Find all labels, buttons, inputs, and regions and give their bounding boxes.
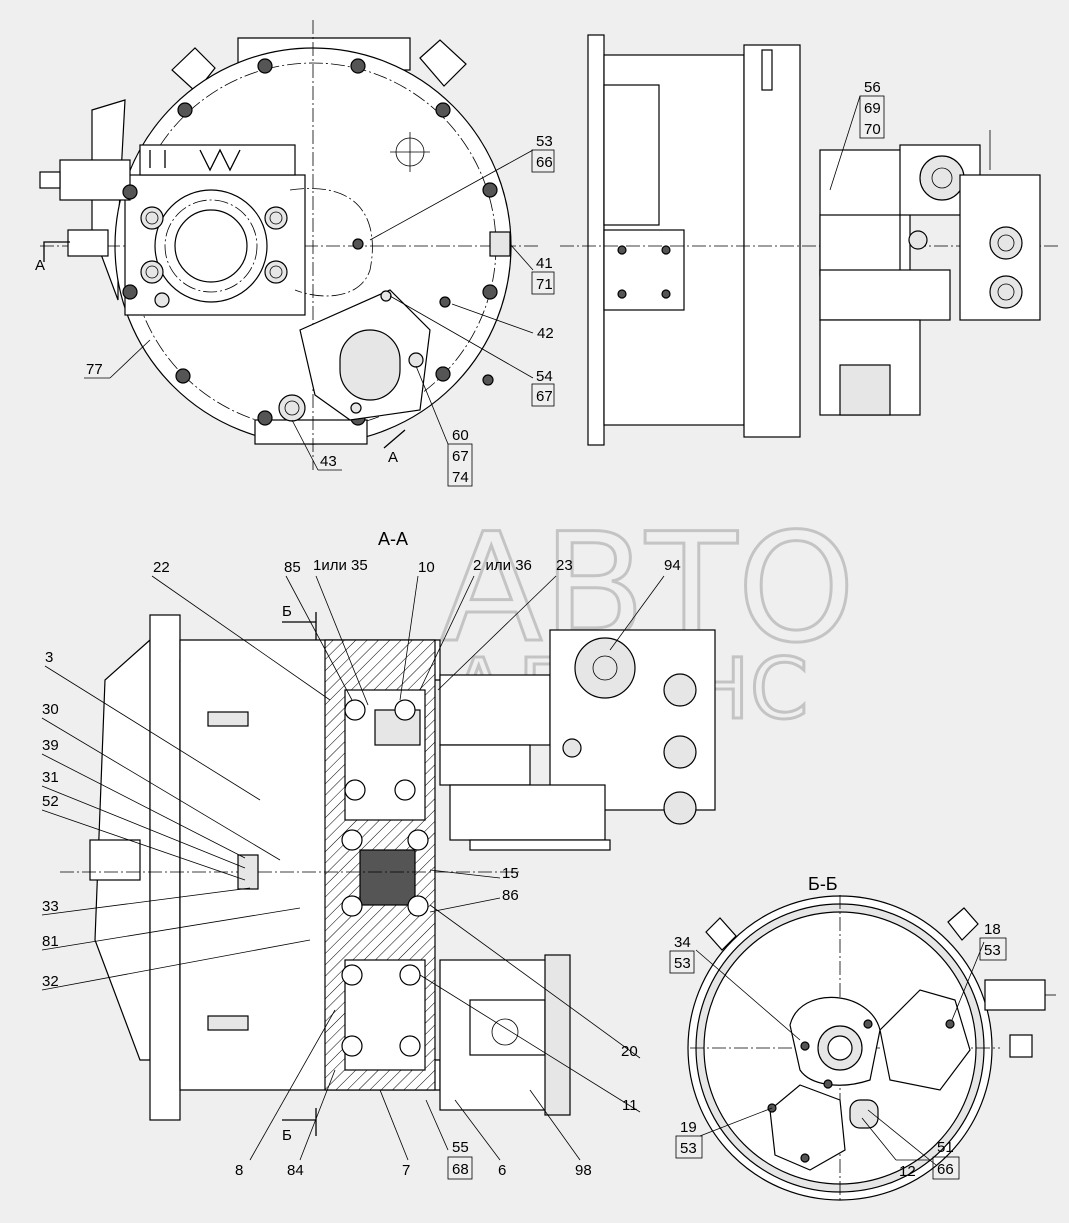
bearings xyxy=(341,699,429,1057)
callout-3: 3 xyxy=(45,649,53,666)
callout-60: 60 xyxy=(452,427,469,444)
section-a-marker-bottom: А xyxy=(388,449,398,466)
callout-85: 85 xyxy=(284,559,301,576)
callout-71: 71 xyxy=(536,276,553,293)
callout-81: 81 xyxy=(42,933,59,950)
section-bb-callouts: 34 53 18 53 19 53 12 51 66 xyxy=(669,921,1007,1180)
callout-18: 18 xyxy=(984,921,1001,938)
callout-98: 98 xyxy=(575,1162,592,1179)
callout-55: 55 xyxy=(452,1139,469,1156)
callout-41: 41 xyxy=(536,255,553,272)
perimeter-bolts xyxy=(122,58,498,426)
callout-34: 34 xyxy=(674,934,691,951)
callout-8: 8 xyxy=(235,1162,243,1179)
front-view: А А xyxy=(35,20,540,470)
callout-54: 54 xyxy=(536,368,553,385)
callout-7: 7 xyxy=(402,1162,410,1179)
callout-53d: 53 xyxy=(680,1140,697,1157)
callout-33: 33 xyxy=(42,898,59,915)
callout-22: 22 xyxy=(153,559,170,576)
section-bb-title: Б-Б xyxy=(808,874,838,894)
callout-66: 66 xyxy=(536,154,553,171)
callout-1or35: 1или 35 xyxy=(313,557,368,574)
callout-86: 86 xyxy=(502,887,519,904)
section-b-marker-top: Б xyxy=(282,603,292,620)
callout-68: 68 xyxy=(452,1161,469,1178)
callout-19: 19 xyxy=(680,1119,697,1136)
callout-39: 39 xyxy=(42,737,59,754)
callout-20: 20 xyxy=(621,1043,638,1060)
front-view-callouts: 53 66 41 71 42 54 67 77 43 60 67 74 xyxy=(84,133,555,487)
callout-11: 11 xyxy=(622,1097,638,1114)
callout-6: 6 xyxy=(498,1162,506,1179)
callout-69: 69 xyxy=(864,100,881,117)
callout-12: 12 xyxy=(899,1163,916,1180)
callout-51: 51 xyxy=(937,1139,954,1156)
callout-74: 74 xyxy=(452,469,469,486)
callout-53b: 53 xyxy=(674,955,691,972)
callout-52: 52 xyxy=(42,793,59,810)
callout-56: 56 xyxy=(864,79,881,96)
callout-32: 32 xyxy=(42,973,59,990)
callout-67b: 67 xyxy=(452,448,469,465)
section-aa-callouts: 22 85 1или 35 10 2 или 36 23 94 3 30 39 … xyxy=(41,557,681,1180)
callout-42: 42 xyxy=(537,325,554,342)
section-a-marker-top: А xyxy=(35,257,45,274)
callout-53: 53 xyxy=(536,133,553,150)
side-view: 56 69 70 xyxy=(560,34,1060,446)
callout-23: 23 xyxy=(556,557,573,574)
callout-84: 84 xyxy=(287,1162,304,1179)
section-aa-title: А-А xyxy=(378,529,408,549)
callout-77: 77 xyxy=(86,361,103,378)
callout-10: 10 xyxy=(418,559,435,576)
callout-67: 67 xyxy=(536,388,553,405)
callout-43: 43 xyxy=(320,453,337,470)
callout-15: 15 xyxy=(502,865,519,882)
callout-2or36: 2 или 36 xyxy=(473,557,532,574)
callout-70: 70 xyxy=(864,121,881,138)
callout-94: 94 xyxy=(664,557,681,574)
section-aa: А-А xyxy=(60,529,716,1144)
section-b-marker-bottom: Б xyxy=(282,1127,292,1144)
callout-30: 30 xyxy=(42,701,59,718)
section-bb: Б-Б xyxy=(687,874,1056,1201)
callout-66b: 66 xyxy=(937,1161,954,1178)
callout-31: 31 xyxy=(42,769,59,786)
callout-53c: 53 xyxy=(984,942,1001,959)
